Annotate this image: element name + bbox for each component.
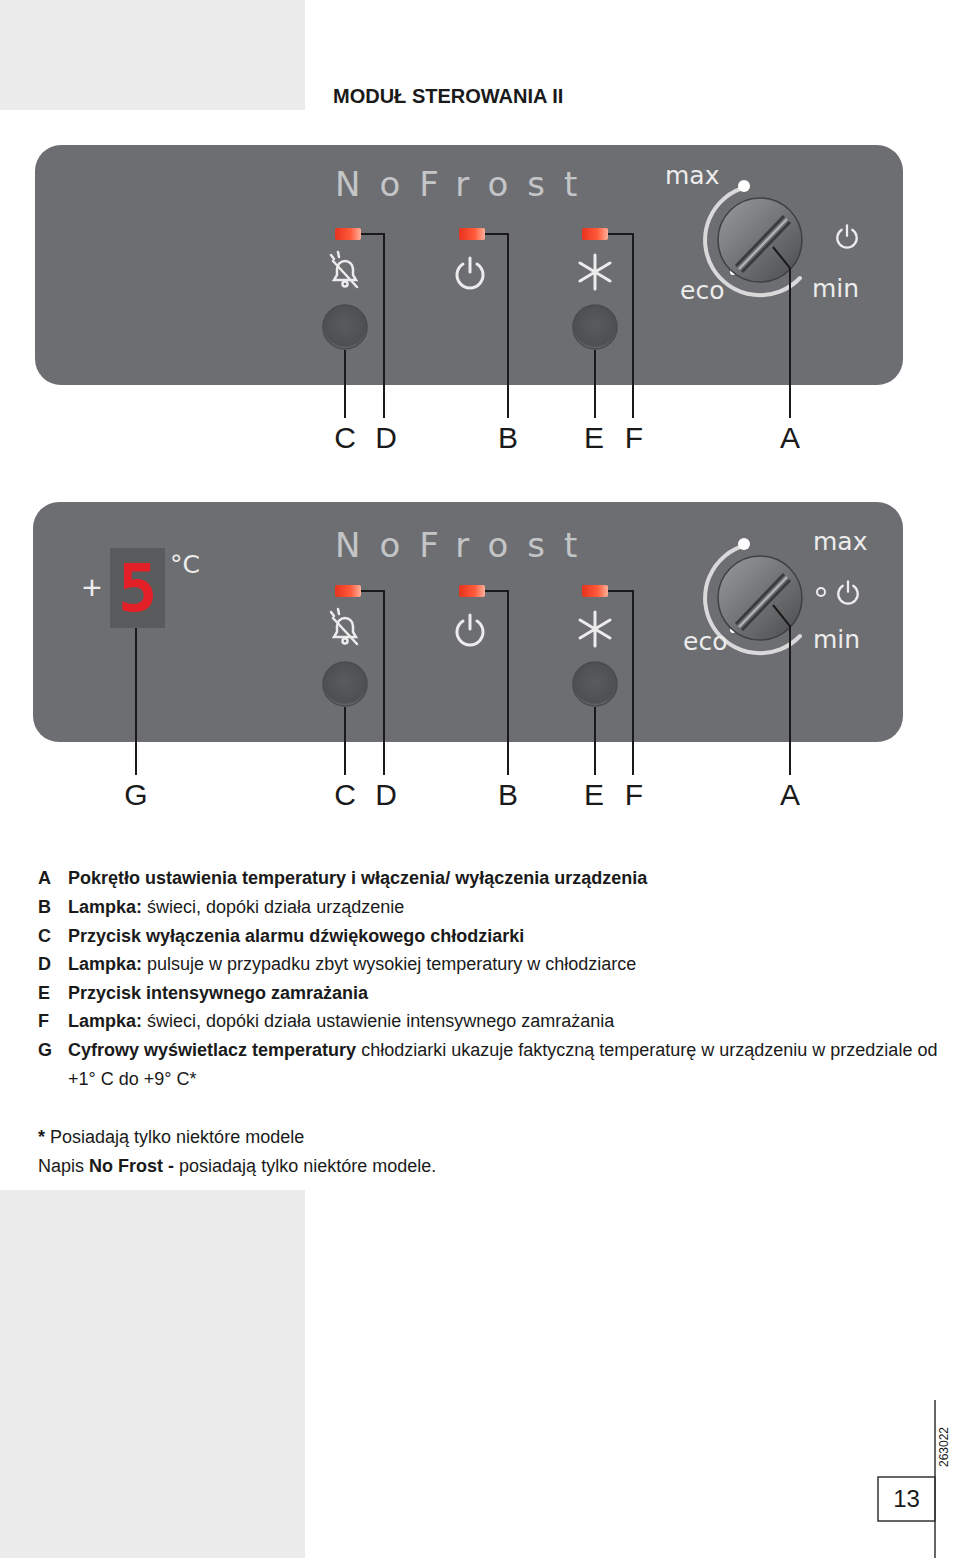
legend-key: D	[38, 950, 51, 979]
legend-line: C Przycisk wyłączenia alarmu dźwiękowego …	[38, 922, 938, 951]
digit-text: 5	[110, 556, 165, 622]
legend-line: D Lampka: pulsuje w przypadku zbyt wysoki…	[38, 950, 938, 979]
callout-letter: G	[124, 780, 147, 810]
callout-letter: A	[780, 780, 800, 810]
dial-text: min	[813, 627, 860, 652]
callout-letter: A	[780, 423, 800, 453]
control-panel: + °C NoFrost max eco min 5	[33, 502, 903, 742]
legend-text: Napis	[38, 1156, 84, 1176]
unit-text: °C	[170, 552, 200, 577]
temperature-display: 5	[110, 548, 169, 628]
legend-text: świeci, dopóki działa urządzenie	[147, 897, 404, 917]
legend-text: Lampka:	[68, 897, 142, 917]
legend-key: G	[38, 1036, 52, 1065]
callout-letter: D	[375, 780, 397, 810]
dial-text: max	[665, 163, 719, 188]
legend-line: Napis No Frost - posiadają tylko niektór…	[38, 1152, 938, 1181]
legend-text: No Frost -	[89, 1156, 174, 1176]
legend-key: F	[38, 1007, 49, 1036]
callout-letter: D	[375, 423, 397, 453]
legend-line: E Przycisk intensywnego zamrażania	[38, 979, 938, 1008]
legend-text: świeci, dopóki działa ustawienie intensy…	[147, 1011, 614, 1031]
legend-text: posiadają tylko niektóre modele.	[179, 1156, 436, 1176]
legend-text: Posiadają tylko niektóre modele	[50, 1127, 304, 1147]
callout-letter: E	[584, 780, 604, 810]
legend-key: E	[38, 979, 50, 1008]
callout-letter: F	[625, 423, 643, 453]
legend-text: Cyfrowy wyświetlacz temperatury	[68, 1040, 356, 1060]
legend-text: Przycisk wyłączenia alarmu dźwiękowego c…	[68, 926, 524, 946]
legend-line: A Pokrętło ustawienia temperatury i włącz…	[38, 864, 938, 893]
legend-line: GCyfrowy wyświetlacz temperatury chłodzi…	[38, 1036, 938, 1094]
callout-letter: C	[334, 780, 356, 810]
legend-text: Przycisk intensywnego zamrażania	[68, 983, 368, 1003]
callout-letter: F	[625, 780, 643, 810]
legend-line: B Lampka: świeci, dopóki działa urządzeni…	[38, 893, 938, 922]
legend-key: A	[38, 864, 51, 893]
nofrost-text: NoFrost	[335, 528, 596, 562]
legend-key: B	[38, 893, 51, 922]
legend-line: * Posiadają tylko niektóre modele	[38, 1123, 938, 1152]
dial-text: min	[812, 276, 859, 301]
legend-line: F Lampka: świeci, dopóki działa ustawieni…	[38, 1007, 938, 1036]
legend-text: *	[38, 1127, 45, 1147]
legend-text: pulsuje w przypadku zbyt wysokiej temper…	[147, 954, 636, 974]
control-panel: NoFrost max eco min	[35, 145, 903, 385]
legend-text: Lampka:	[68, 1011, 142, 1031]
callout-letter: C	[334, 423, 356, 453]
callout-letter: B	[498, 423, 518, 453]
legend-text: Pokrętło ustawienia temperatury i włącze…	[68, 868, 647, 888]
dial-text: max	[813, 529, 867, 554]
legend-text: Lampka:	[68, 954, 142, 974]
document-code: 263022	[938, 1427, 950, 1467]
plus-text: +	[82, 570, 102, 604]
page-title: MODUŁ STEROWANIA II	[333, 86, 563, 106]
dial-text: eco	[683, 629, 727, 654]
legend-key: C	[38, 922, 51, 951]
dial-text: eco	[680, 278, 724, 303]
nofrost-text: NoFrost	[335, 167, 596, 201]
page-number: 13	[878, 1487, 935, 1511]
callout-letter: E	[584, 423, 604, 453]
callout-letter: B	[498, 780, 518, 810]
